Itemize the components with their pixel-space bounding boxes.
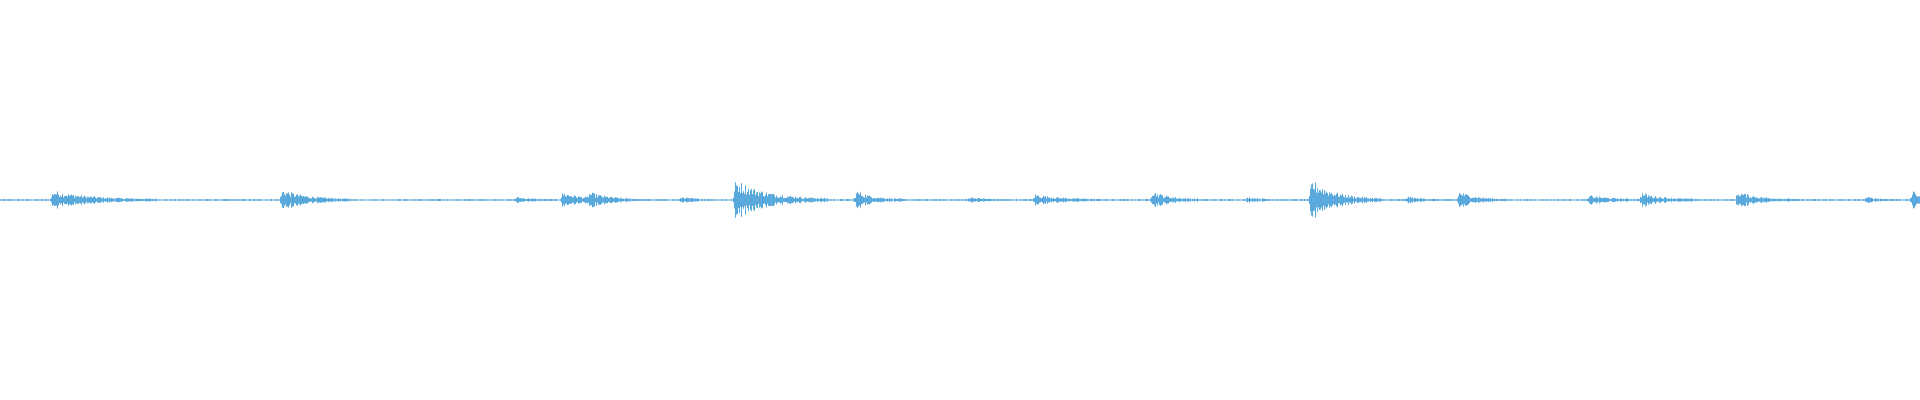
waveform-trace: [0, 182, 1920, 218]
